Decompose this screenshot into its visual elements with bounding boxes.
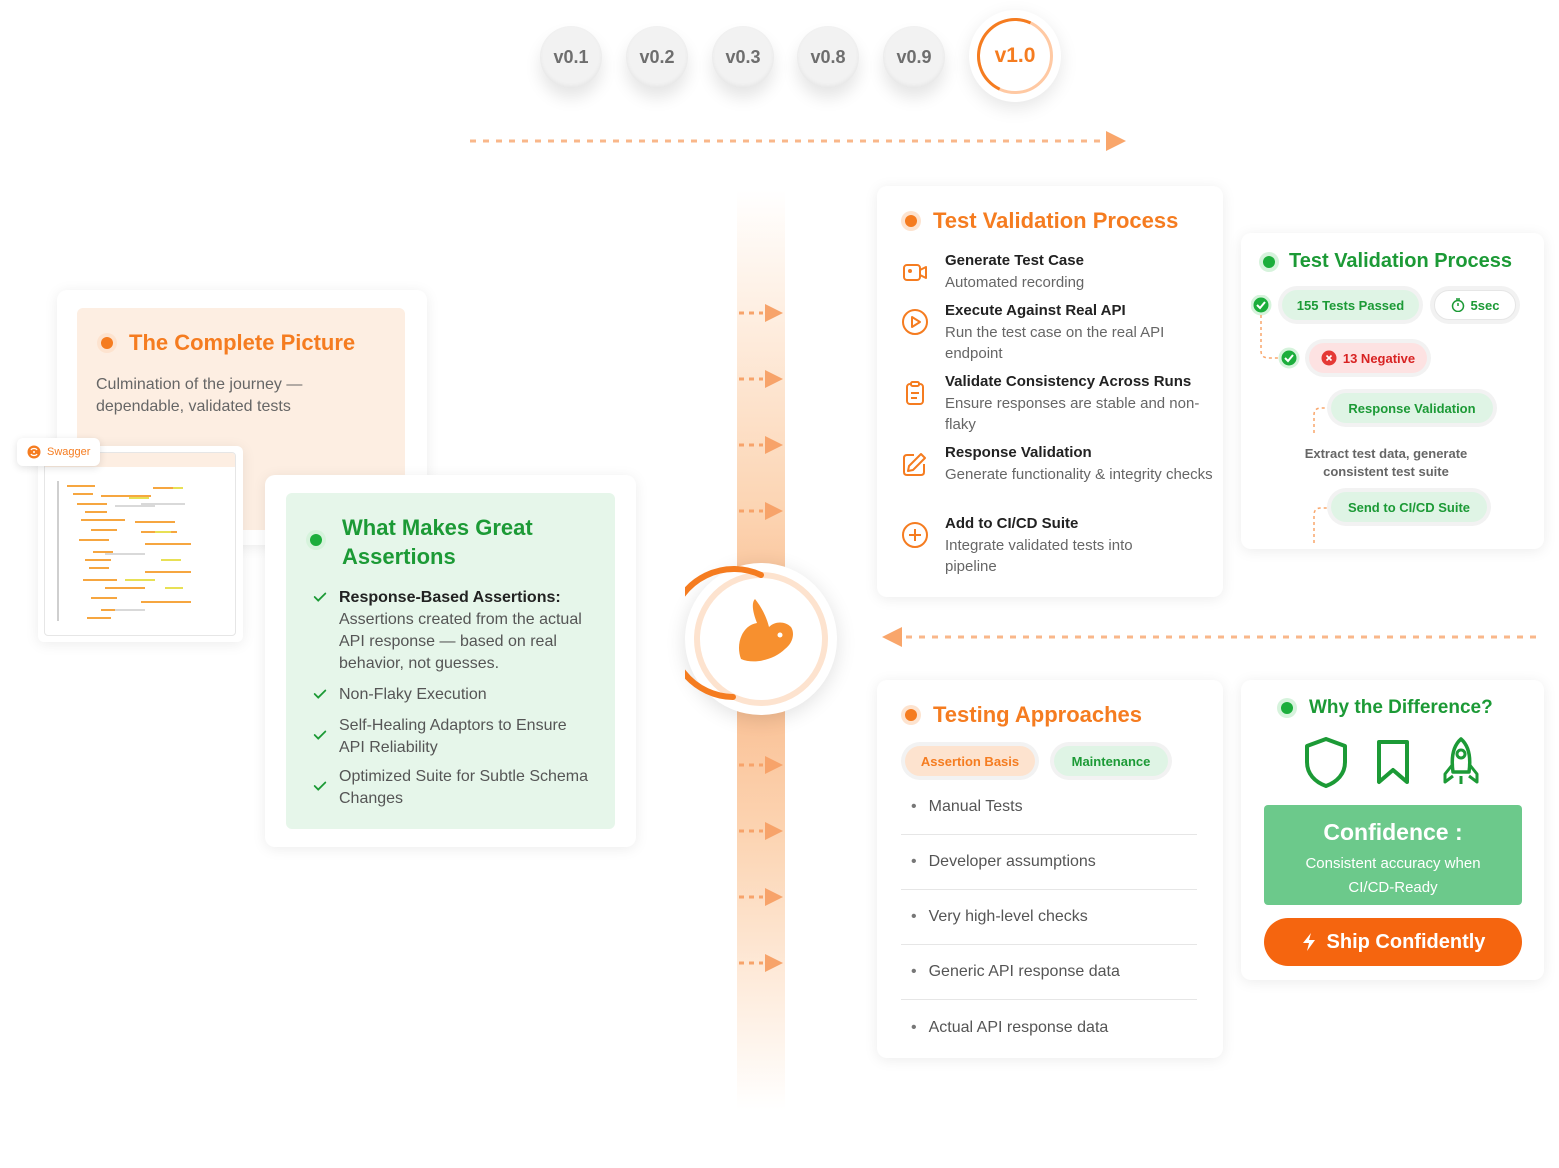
validation-process-header: Test Validation Process: [905, 208, 1178, 234]
validation-process-title: Test Validation Process: [933, 208, 1179, 233]
status-dot: [905, 709, 917, 721]
code-window: [44, 452, 236, 636]
swagger-icon: [27, 445, 41, 459]
confidence-title: Confidence :: [1323, 819, 1463, 845]
send-cicd-badge: Send to CI/CD Suite: [1331, 492, 1487, 522]
assertions-panel: [286, 493, 615, 829]
validation-process-card: Test Validation Process Generate Test Ca…: [877, 186, 1223, 597]
rocket-icon: [1443, 737, 1479, 784]
tab-maintenance[interactable]: Maintenance: [1054, 746, 1168, 776]
approach-row: •Actual API response data: [911, 1018, 1109, 1036]
video-icon: [903, 264, 927, 281]
flow-arrow: [739, 954, 783, 972]
confidence-panel: Confidence : Consistent accuracy when CI…: [1264, 805, 1522, 905]
plus-circle-icon: [902, 522, 928, 548]
results-card: Test Validation Process 155 Tests Passed…: [1241, 233, 1544, 549]
assertion-item: Non-Flaky Execution: [311, 684, 591, 706]
check-icon: [313, 781, 327, 791]
swagger-badge: Swagger: [17, 438, 101, 466]
swagger-label: Swagger: [47, 446, 91, 458]
error-icon: [1321, 350, 1337, 366]
difference-header: Why the Difference?: [1281, 697, 1493, 719]
testing-approaches-card: Testing Approaches Assertion Basis Maint…: [877, 680, 1223, 1058]
approach-row: •Developer assumptions: [901, 835, 1197, 890]
flow-arrow: [739, 756, 783, 774]
confidence-text: Consistent accuracy when CI/CD-Ready: [1305, 855, 1481, 896]
check-icon: [313, 730, 327, 740]
flow-arrow: [739, 436, 783, 454]
assertions-card: What Makes Great Assertions Response-Bas…: [265, 475, 636, 847]
flow-arrow: [739, 822, 783, 840]
approach-row: •Manual Tests: [901, 780, 1197, 835]
status-dot: [310, 534, 322, 546]
response-validation-badge: Response Validation: [1331, 393, 1493, 423]
flow-arrow: [739, 888, 783, 906]
extract-description: Extract test data, generate consistent t…: [1304, 446, 1468, 479]
version-bubble[interactable]: v0.3: [712, 26, 774, 88]
timer-icon: [1451, 298, 1464, 312]
version-bubble-active[interactable]: v1.0: [966, 7, 1064, 105]
status-dot: [905, 215, 917, 227]
duration-badge: 5sec: [1434, 290, 1516, 320]
ship-confidently-button[interactable]: Ship Confidently: [1264, 918, 1522, 966]
shield-icon: [1305, 737, 1347, 788]
code-lines: [57, 481, 191, 621]
complete-picture-description: Culmination of the journey — dependable,…: [96, 376, 303, 415]
play-icon: [902, 309, 928, 335]
assertion-item: Optimized Suite for Subtle Schema Change…: [311, 766, 591, 810]
version-bubble[interactable]: v0.8: [797, 26, 859, 88]
results-title: Test Validation Process: [1289, 250, 1513, 272]
status-dot: [101, 337, 113, 349]
assertions-title: What Makes Great Assertions: [342, 515, 533, 569]
version-bubble[interactable]: v0.9: [883, 26, 945, 88]
lightning-icon: [1302, 933, 1315, 951]
results-header: Test Validation Process: [1263, 250, 1512, 273]
flow-arrow: [739, 304, 783, 322]
status-dot: [1281, 702, 1293, 714]
tab-assertion-basis[interactable]: Assertion Basis: [905, 746, 1035, 776]
version-bubble[interactable]: v0.2: [626, 26, 688, 88]
rabbit-logo-icon: [666, 566, 828, 706]
complete-picture-title: The Complete Picture: [129, 330, 356, 355]
timeline-arrow: [470, 131, 1126, 151]
negative-tests-badge: 13 Negative: [1309, 343, 1427, 373]
check-icon: [313, 592, 327, 602]
clipboard-icon: [906, 381, 924, 405]
assertion-item: Response-Based Assertions: Assertions cr…: [311, 587, 591, 675]
assertion-item: Self-Healing Adaptors to Ensure API Reli…: [311, 715, 591, 759]
bookmark-icon: [1377, 740, 1409, 784]
testing-approaches-header: Testing Approaches: [905, 702, 1142, 728]
approach-row: •Very high-level checks: [901, 890, 1197, 945]
testing-approaches-title: Testing Approaches: [933, 702, 1143, 727]
difference-title: Why the Difference?: [1309, 697, 1493, 718]
status-dot: [1263, 255, 1275, 268]
flow-arrow: [739, 370, 783, 388]
complete-picture-header: The Complete Picture: [101, 330, 355, 356]
difference-card: Why the Difference? Confidence : Consist…: [1241, 680, 1544, 980]
return-arrow: [882, 627, 1540, 647]
connector-lines: [1251, 295, 1327, 543]
logo-badge: [666, 563, 837, 715]
approach-row: •Generic API response data: [901, 945, 1197, 1000]
flow-arrow: [739, 502, 783, 520]
edit-icon: [903, 453, 926, 476]
swagger-preview: [38, 446, 243, 642]
check-icon: [313, 689, 327, 699]
tests-passed-badge: 155 Tests Passed: [1282, 290, 1419, 320]
version-bubble[interactable]: v0.1: [540, 26, 602, 88]
